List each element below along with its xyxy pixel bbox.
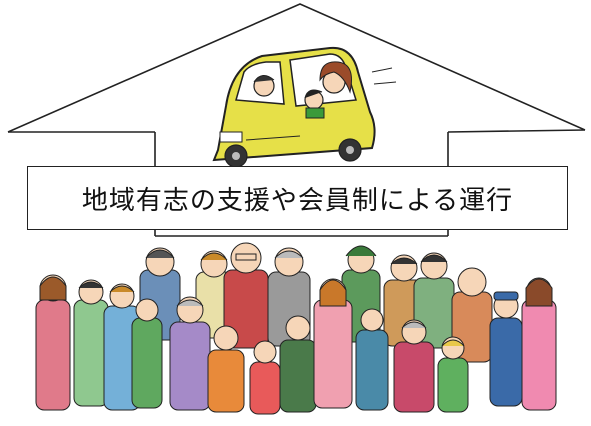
community-crowd-icon — [35, 242, 557, 415]
house-outline-icon — [7, 3, 586, 237]
yellow-car-icon — [212, 46, 397, 168]
caption-text: 地域有志の支援や会員制による運行 — [81, 185, 514, 216]
caption-box: 地域有志の支援や会員制による運行 — [27, 166, 568, 230]
